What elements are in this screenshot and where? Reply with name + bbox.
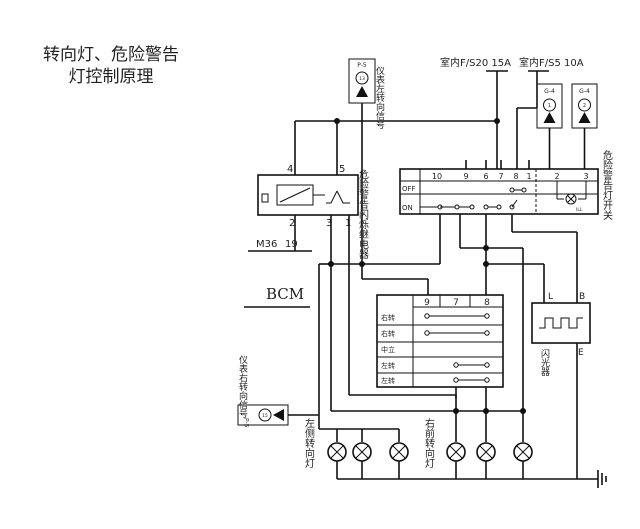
connector-id: P-5: [357, 62, 367, 69]
svg-text:ILL: ILL: [576, 207, 583, 213]
hazard-switch[interactable]: OFF ON 10 9 6 7 8 1 2 3 ILL: [399, 168, 599, 215]
bcm-pin: 19: [285, 239, 298, 250]
bcm-connector: M36: [256, 239, 277, 250]
indicator-lamp-icon: [565, 193, 577, 205]
svg-text:2: 2: [289, 218, 295, 229]
flasher-label: 闪光器: [539, 349, 550, 376]
flasher-unit: L B E: [531, 292, 591, 358]
connector-g4-2: G-4 2: [571, 83, 598, 129]
title-line-2: 灯控制原理: [68, 67, 154, 87]
svg-text:5: 5: [339, 164, 345, 175]
svg-text:3: 3: [326, 218, 332, 229]
svg-text:1: 1: [345, 218, 351, 229]
fuse-label-2: 室内F/S5 10A: [519, 56, 584, 69]
connector-g4-1: G-4 1: [536, 83, 563, 129]
svg-text:L: L: [548, 292, 553, 302]
switch-label: 危险警告灯开关: [601, 150, 613, 221]
svg-text:右转: 右转: [381, 313, 395, 322]
connector-p5-left-signal: P-5 13 仪表左转向信号: [348, 58, 385, 130]
connector-pin: 13: [359, 76, 365, 82]
diagram-title: 转向灯、危险警告 灯控制原理: [22, 44, 200, 88]
relay-label: 危险警告闪烁继电器: [357, 169, 369, 260]
svg-text:2: 2: [554, 172, 559, 181]
left-lamps-label: 左侧转向灯: [303, 417, 315, 469]
fuse-label-1: 室内F/S20 15A: [440, 56, 511, 69]
svg-text:ON: ON: [402, 204, 413, 212]
lamp-icon: [327, 442, 347, 462]
arrow-up-icon: [356, 86, 368, 97]
pulse-icon: [539, 317, 583, 329]
svg-text:6: 6: [483, 172, 488, 181]
ground-icon: [597, 470, 607, 488]
svg-text:7: 7: [498, 172, 503, 181]
svg-text:G-4: G-4: [544, 88, 555, 95]
svg-text:1: 1: [548, 103, 551, 109]
flasher-relay: 4 5 2 3 1: [257, 164, 359, 229]
svg-text:8: 8: [513, 172, 518, 181]
lamp-icon: [446, 442, 466, 462]
lamp-icon: [476, 442, 496, 462]
svg-text:4: 4: [287, 164, 293, 175]
svg-text:15: 15: [262, 413, 268, 419]
svg-text:B: B: [579, 292, 585, 302]
svg-text:8: 8: [484, 298, 490, 308]
svg-text:中立: 中立: [381, 345, 395, 354]
right-turn-lamps: [446, 442, 533, 462]
svg-text:右转: 右转: [381, 329, 395, 338]
svg-text:7: 7: [453, 298, 459, 308]
svg-text:左转: 左转: [381, 376, 395, 385]
lamp-icon: [389, 442, 409, 462]
connector-label: 仪表左转向信号: [374, 66, 385, 130]
svg-text:E: E: [578, 348, 584, 358]
svg-text:OFF: OFF: [402, 185, 416, 193]
svg-text:3: 3: [583, 172, 588, 181]
svg-text:1: 1: [526, 172, 531, 181]
title-line-1: 转向灯、危险警告: [43, 45, 179, 65]
right-lamps-label: 右前转向灯: [423, 417, 435, 469]
svg-text:9: 9: [424, 298, 430, 308]
svg-text:P-5: P-5: [243, 418, 250, 428]
svg-text:G-4: G-4: [579, 88, 590, 95]
bcm-label: BCM: [266, 285, 304, 303]
connector-label-right: 仪表右转向信号: [237, 355, 248, 419]
turn-signal-switch[interactable]: 9 7 8 右转 右转 中立 左转 左转: [376, 294, 504, 388]
lamp-icon: [352, 442, 372, 462]
svg-text:2: 2: [583, 103, 586, 109]
svg-text:9: 9: [463, 172, 468, 181]
arrow-up-icon: [543, 112, 556, 123]
lamp-icon: [513, 442, 533, 462]
arrow-up-icon: [578, 112, 591, 123]
left-turn-lamps: [327, 442, 409, 462]
svg-text:左转: 左转: [381, 361, 395, 370]
svg-text:10: 10: [432, 172, 442, 181]
arrow-left-icon: [273, 409, 284, 421]
